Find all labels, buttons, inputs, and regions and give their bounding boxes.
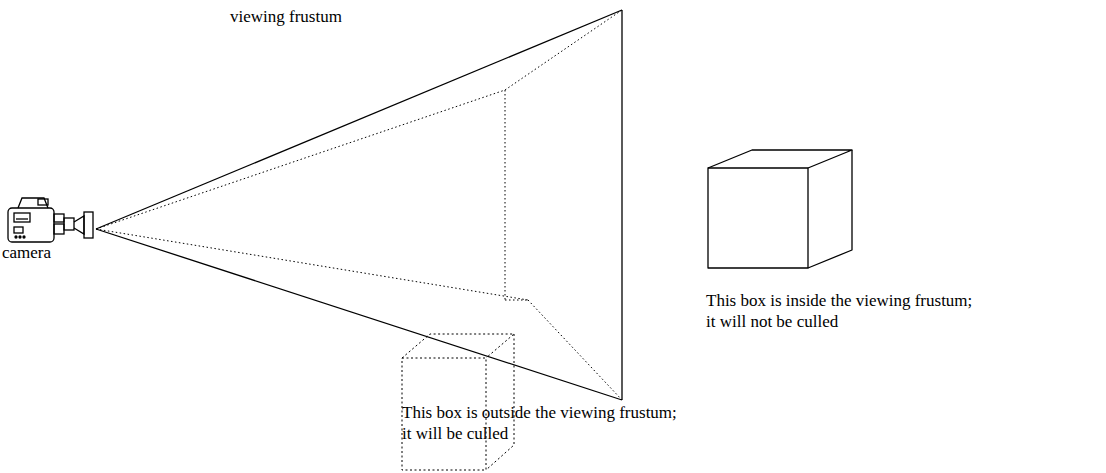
camera-icon [8, 198, 93, 242]
frustum-label: viewing frustum [230, 6, 342, 27]
frustum-hidden-edges [96, 10, 622, 400]
outside-caption: This box is outside the viewing frustum;… [402, 402, 683, 444]
viewing-frustum [96, 10, 622, 400]
outside-box [402, 334, 514, 470]
inside-caption: This box is inside the viewing frustum; … [706, 290, 979, 332]
inside-box [708, 150, 852, 268]
camera-label: camera [2, 242, 51, 263]
